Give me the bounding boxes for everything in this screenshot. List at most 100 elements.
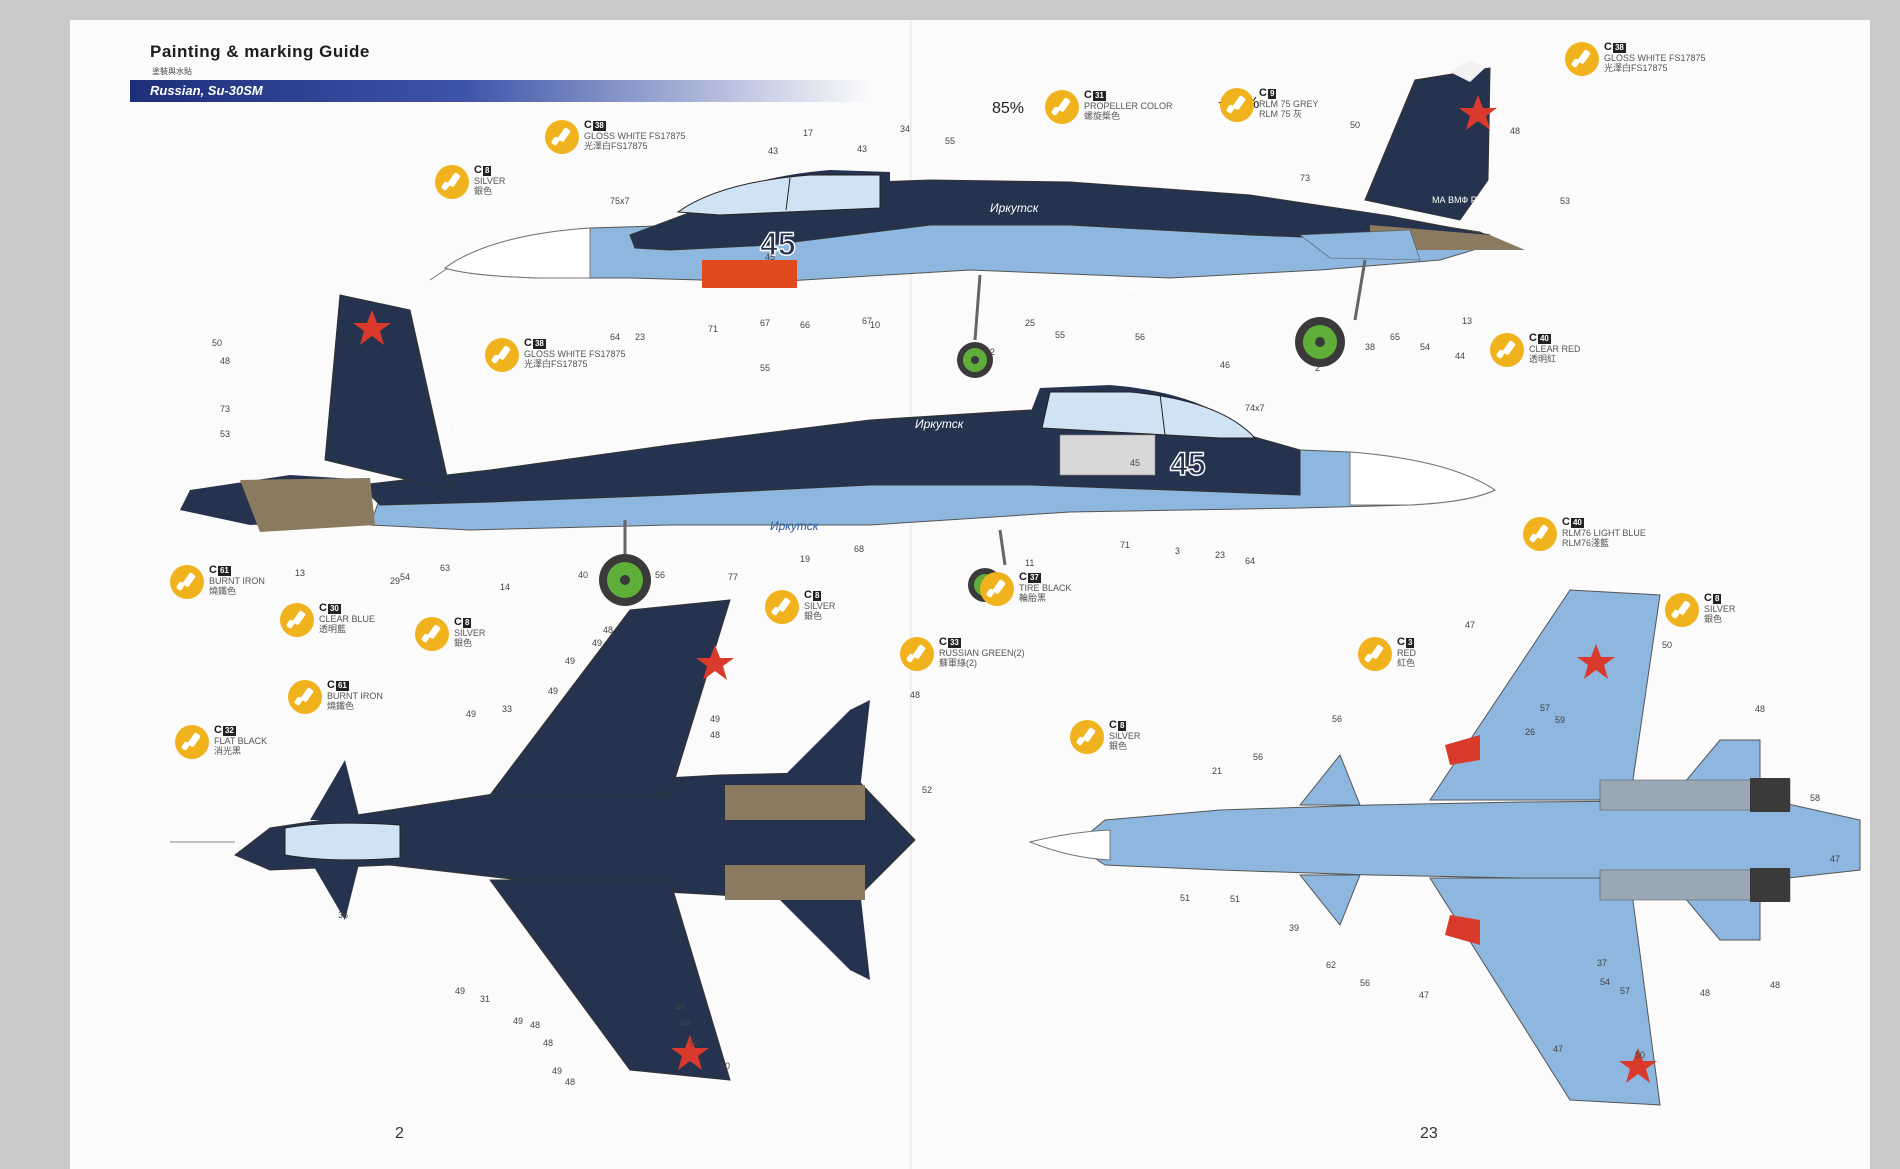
part-label: 32: [985, 347, 996, 357]
svg-text:МА ВМФ РОССИИ: МА ВМФ РОССИИ: [1432, 195, 1509, 205]
brush-icon: [765, 590, 799, 624]
part-label: 49: [565, 656, 576, 666]
svg-text:45: 45: [1170, 446, 1206, 482]
brush-icon: [288, 680, 322, 714]
part-label: 64: [1245, 556, 1256, 566]
part-label: 49: [675, 1002, 686, 1012]
part-label: 50: [690, 1038, 701, 1048]
brush-icon: [1523, 517, 1557, 551]
part-label: 71: [708, 324, 719, 334]
brush-icon: [1665, 593, 1699, 627]
part-label: 68: [854, 544, 865, 554]
part-label: 13: [1462, 316, 1473, 326]
svg-text:Иркутск: Иркутск: [1128, 281, 1178, 295]
part-label: 48: [543, 1038, 554, 1048]
part-label: 48: [1700, 988, 1711, 998]
part-label: 47: [1830, 854, 1841, 864]
svg-text:Иркутск: Иркутск: [990, 201, 1040, 215]
part-label: 23: [635, 332, 646, 342]
part-label: 53: [220, 429, 231, 439]
part-label: 64: [610, 332, 621, 342]
part-label: 53: [1560, 196, 1571, 206]
part-label: 48: [680, 1018, 691, 1028]
page-subtitle: 塗裝與水貼: [152, 67, 192, 76]
part-label: 49: [513, 1016, 524, 1026]
part-label: 55: [945, 136, 956, 146]
part-label: 26: [1525, 727, 1536, 737]
part-label: 49: [466, 709, 477, 719]
profile-lower-aircraft: 45 Иркутск Иркутск МА ВМФ РОССИИ: [180, 294, 1497, 606]
part-label: 33: [502, 704, 513, 714]
part-label: 73: [1300, 173, 1311, 183]
part-label: 49: [552, 1066, 563, 1076]
brush-icon: [435, 165, 469, 199]
part-label: 48: [220, 356, 231, 366]
part-label: 48: [603, 625, 614, 635]
part-label: 56: [1135, 332, 1146, 342]
part-label: 48: [1510, 126, 1521, 136]
brush-icon: [900, 637, 934, 671]
svg-text:Иркутск: Иркутск: [770, 519, 820, 533]
part-label: 56: [655, 570, 666, 580]
part-label: 43: [857, 144, 868, 154]
part-label: 45: [765, 252, 776, 262]
part-label: 31: [480, 994, 491, 1004]
part-label: 63: [440, 563, 451, 573]
part-label: 14: [500, 582, 511, 592]
part-label: 11: [1025, 558, 1035, 568]
part-label: 65: [1390, 332, 1401, 342]
part-label: 50: [1350, 120, 1361, 130]
part-label: 56: [1360, 978, 1371, 988]
part-label: 58: [1810, 793, 1821, 803]
brush-icon: [485, 338, 519, 372]
page-number-right: 23: [1420, 1125, 1438, 1142]
part-label: 25: [1025, 318, 1036, 328]
svg-text:МА ВМФ РОССИИ: МА ВМФ РОССИИ: [438, 424, 515, 434]
part-label: 57: [1620, 986, 1631, 996]
instruction-sheet: 45 Иркутск Иркутск МА ВМФ РОССИИ 45 Ирку…: [70, 20, 1870, 1169]
part-label: 50: [1635, 1050, 1646, 1060]
part-label: 34: [900, 124, 911, 134]
part-label: 44: [1455, 351, 1466, 361]
brush-icon: [1565, 42, 1599, 76]
brush-icon: [1070, 720, 1104, 754]
svg-text:Иркутск: Иркутск: [915, 417, 965, 431]
part-label: 3: [1175, 546, 1181, 556]
brush-icon: [1220, 88, 1254, 122]
part-label: 50: [720, 1061, 731, 1071]
brush-icon: [1045, 90, 1079, 124]
part-label: 43: [768, 146, 779, 156]
part-label: 77: [728, 572, 739, 582]
brush-icon: [545, 120, 579, 154]
part-label: 48: [565, 1077, 576, 1087]
part-label: 29: [390, 576, 401, 586]
part-label: 48: [710, 730, 721, 740]
part-label: 55: [760, 363, 771, 373]
brush-icon: [175, 725, 209, 759]
part-label: 2: [1315, 363, 1321, 373]
part-label: 50: [212, 338, 223, 348]
part-label: 49: [592, 638, 603, 648]
part-label: 71: [1120, 540, 1131, 550]
part-label: 66: [800, 320, 811, 330]
part-label: 46: [1220, 360, 1231, 370]
part-label: 39: [1289, 923, 1300, 933]
part-label: 36: [338, 910, 349, 920]
part-label: 49: [455, 986, 466, 996]
part-label: 62: [1326, 960, 1337, 970]
part-label: 50: [1662, 640, 1673, 650]
part-label: 55: [1055, 330, 1066, 340]
